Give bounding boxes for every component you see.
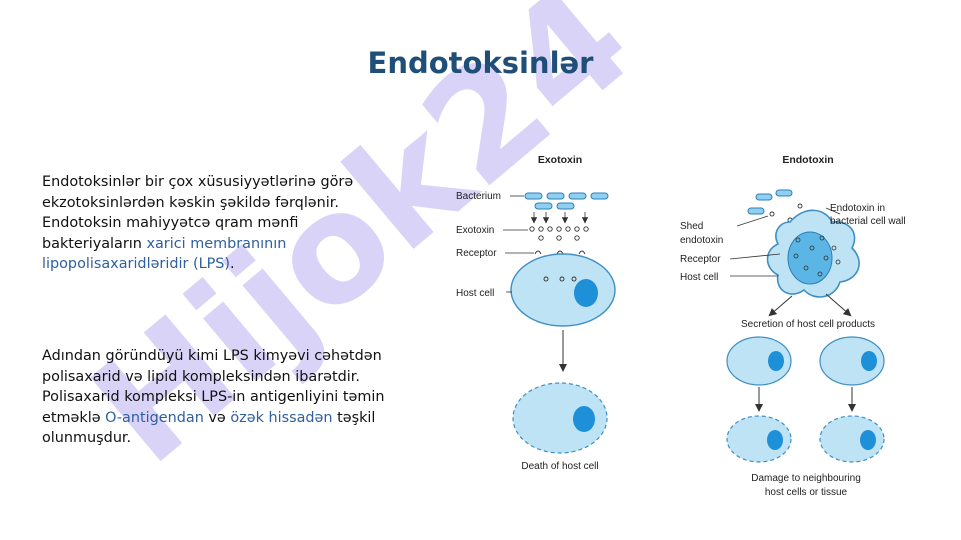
damaged-cell-a-nucleus (767, 430, 783, 450)
exotoxin-bacteria (524, 192, 609, 210)
host-cell-a-nucleus (768, 351, 784, 371)
paragraph1-end: . (230, 256, 235, 272)
paragraph2-highlight-o-antigen: O-antigendan (105, 409, 204, 426)
host-cell-a (726, 336, 792, 386)
paragraph2-end: təşkil olunmuşdur. (42, 409, 376, 447)
receptor-label: Receptor (456, 248, 497, 259)
paragraph1-highlight: xarici membranının lipopolisaxaridləridi… (42, 235, 287, 273)
endotoxin-shed-bacteria (747, 189, 793, 215)
damaged-cell-a (726, 415, 792, 463)
dead-host-cell (512, 382, 608, 454)
exotoxin-host-nucleus (574, 279, 598, 307)
slide-title: Endotoksinlər (367, 46, 594, 80)
shed-label-line2: endotoxin (680, 235, 723, 246)
endotoxin-label-leaders (729, 207, 841, 277)
death-of-host-cell-label: Death of host cell (521, 461, 598, 472)
host-cell-label: Host cell (456, 288, 494, 299)
exotoxin-host-cell (510, 253, 616, 327)
exotoxin-heading: Exotoxin (538, 154, 582, 166)
host-cell-b (819, 336, 885, 386)
exotoxin-receptors (534, 250, 586, 255)
paragraph2-highlight-core: özək hissadən (230, 409, 333, 426)
endotoxin-bacterium-nucleus (787, 231, 833, 285)
bacterium-label: Bacterium (456, 191, 501, 202)
host-cell-right-label: Host cell (680, 272, 718, 283)
exotoxin-molecules (529, 226, 589, 241)
exotoxin-label: Exotoxin (456, 225, 494, 236)
paragraph2-middle: və (203, 409, 231, 426)
endotoxin-wall-molecules (793, 235, 841, 277)
endotoxin-in-wall-line1: Endotoxin in (830, 203, 885, 214)
paragraph-exotoxin-difference: Endotoksinlər bir çox xüsusiyyətlərinə g… (42, 172, 377, 275)
damage-label-line1: Damage to neighbouring (751, 473, 861, 484)
receptor-right-label: Receptor (680, 254, 721, 265)
damaged-cell-b (819, 415, 885, 463)
host-cell-b-nucleus (861, 351, 877, 371)
exotoxin-arrows-down (530, 212, 589, 224)
secretion-label: Secretion of host cell products (741, 319, 875, 330)
exotoxin-label-leaders (503, 195, 534, 293)
endotoxin-arrows (768, 293, 852, 317)
paragraph2-text: Adından göründüyü kimi LPS kimyəvi cəhət… (42, 348, 385, 426)
shed-label-line1: Shed (680, 221, 703, 232)
damaged-cell-b-nucleus (860, 430, 876, 450)
host-cell-bound-toxins (543, 276, 577, 282)
paragraph1-text: Endotoksinlər bir çox xüsusiyyətlərinə g… (42, 174, 354, 252)
endotoxin-heading: Endotoxin (782, 154, 833, 166)
endotoxin-in-wall-line2: bacterial cell wall (830, 216, 906, 227)
paragraph-lps-composition: Adından göründüyü kimi LPS kimyəvi cəhət… (42, 346, 437, 449)
damage-label-line2: host cells or tissue (765, 487, 848, 498)
damage-arrows (755, 387, 856, 412)
dead-host-nucleus (573, 406, 595, 432)
